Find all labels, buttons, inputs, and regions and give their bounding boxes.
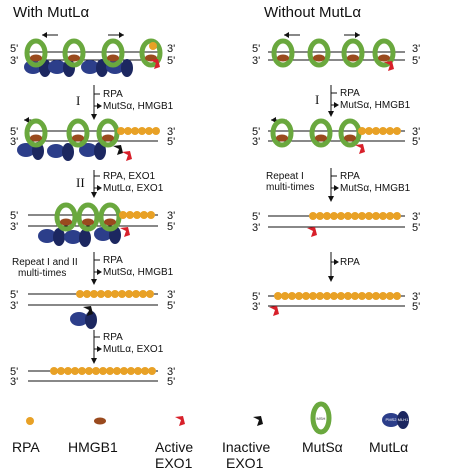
end-label: 3' xyxy=(412,291,420,303)
end-label: 5' xyxy=(10,210,18,222)
end-label: 3' xyxy=(167,126,175,138)
end-label: 3' xyxy=(252,136,260,148)
end-label: 3' xyxy=(10,136,18,148)
step-label: RPA xyxy=(103,255,123,266)
end-label: 5' xyxy=(10,43,18,55)
step-label: RPA, EXO1 xyxy=(103,171,155,182)
step-label: MutSα, HMGB1 xyxy=(103,267,174,278)
left-stage-0 xyxy=(24,32,160,77)
step-label: RPA xyxy=(340,257,360,268)
end-label: 3' xyxy=(10,376,18,388)
step-label: MutSα, HMGB1 xyxy=(340,100,411,111)
end-label: 5' xyxy=(252,43,260,55)
end-label: 3' xyxy=(412,211,420,223)
end-label: 5' xyxy=(10,366,18,378)
step-label: multi-times xyxy=(266,182,314,193)
end-label: 3' xyxy=(252,55,260,67)
mutla-icon-mlh1: MLH1 xyxy=(398,417,409,422)
legend-inactive-exo1-label: Inactive xyxy=(222,439,270,455)
end-label: 5' xyxy=(10,126,18,138)
end-label: 5' xyxy=(252,126,260,138)
end-label: 3' xyxy=(252,301,260,313)
rpa-icon xyxy=(26,417,34,425)
step-roman: II xyxy=(76,175,85,190)
end-label: 5' xyxy=(167,376,175,388)
end-label: 3' xyxy=(10,55,18,67)
legend-rpa-label: RPA xyxy=(12,439,40,455)
step-label: multi-times xyxy=(18,268,66,279)
mutla-icon-pms2: PMS2 xyxy=(386,417,398,422)
right-stage-3 xyxy=(268,292,405,316)
legend: MSH PMS2 MLH1 xyxy=(26,401,409,435)
end-label: 5' xyxy=(412,136,420,148)
end-label: 5' xyxy=(412,301,420,313)
end-label: 3' xyxy=(412,126,420,138)
step-label: Repeat I and II xyxy=(12,257,78,268)
left-step-1 xyxy=(91,85,102,120)
left-step-4 xyxy=(91,330,102,364)
end-label: 3' xyxy=(412,43,420,55)
end-label: 3' xyxy=(167,43,175,55)
step-label: RPA xyxy=(103,332,123,343)
right-stage-2 xyxy=(268,212,405,237)
legend-inactive-exo1-label: EXO1 xyxy=(226,455,264,471)
mutsa-icon: MSH xyxy=(310,401,332,435)
step-roman: I xyxy=(315,92,319,107)
step-label: MutLα, EXO1 xyxy=(103,183,164,194)
active-exo1-icon xyxy=(175,416,185,426)
step-label: RPA xyxy=(103,89,123,100)
right-stage-1 xyxy=(268,117,405,154)
mutsa-icon-label: MSH xyxy=(317,416,326,421)
left-stage-4 xyxy=(28,367,158,382)
inactive-exo1-icon xyxy=(253,416,263,426)
step-label: RPA xyxy=(340,171,360,182)
legend-mutla-label: MutLα xyxy=(369,439,408,455)
legend-active-exo1-label: Active xyxy=(155,439,193,455)
left-step-2 xyxy=(91,170,102,198)
right-step-2 xyxy=(328,168,339,202)
right-stage-0 xyxy=(268,32,405,71)
step-roman: I xyxy=(76,93,80,108)
right-column-title: Without MutLα xyxy=(264,4,361,21)
end-label: 3' xyxy=(10,300,18,312)
left-step-3 xyxy=(91,252,102,285)
hmgb1-icon xyxy=(94,417,106,425)
end-label: 5' xyxy=(252,211,260,223)
end-label: 3' xyxy=(167,210,175,222)
end-label: 5' xyxy=(167,136,175,148)
left-stage-1 xyxy=(17,117,160,161)
step-label: MutSα, HMGB1 xyxy=(340,183,411,194)
step-label: RPA xyxy=(340,88,360,99)
end-label: 5' xyxy=(167,55,175,67)
end-label: 3' xyxy=(252,222,260,234)
left-column-title: With MutLα xyxy=(13,4,90,21)
legend-active-exo1-label: EXO1 xyxy=(155,455,193,471)
step-label: MutSα, HMGB1 xyxy=(103,101,174,112)
legend-hmgb1-label: HMGB1 xyxy=(68,439,118,455)
step-label: Repeat I xyxy=(266,171,304,182)
end-label: 3' xyxy=(167,289,175,301)
end-label: 5' xyxy=(412,222,420,234)
left-stage-2 xyxy=(28,205,158,247)
end-label: 5' xyxy=(252,291,260,303)
end-label: 5' xyxy=(10,289,18,301)
right-step-3 xyxy=(328,252,339,282)
mutla-icon: PMS2 MLH1 xyxy=(382,411,409,429)
end-label: 5' xyxy=(412,55,420,67)
right-step-1 xyxy=(328,85,339,117)
step-label: MutLα, EXO1 xyxy=(103,344,164,355)
legend-mutsa-label: MutSα xyxy=(302,439,343,455)
end-label: 3' xyxy=(167,366,175,378)
end-label: 3' xyxy=(10,221,18,233)
end-label: 5' xyxy=(167,221,175,233)
left-stage-3 xyxy=(28,290,158,329)
end-label: 5' xyxy=(167,300,175,312)
